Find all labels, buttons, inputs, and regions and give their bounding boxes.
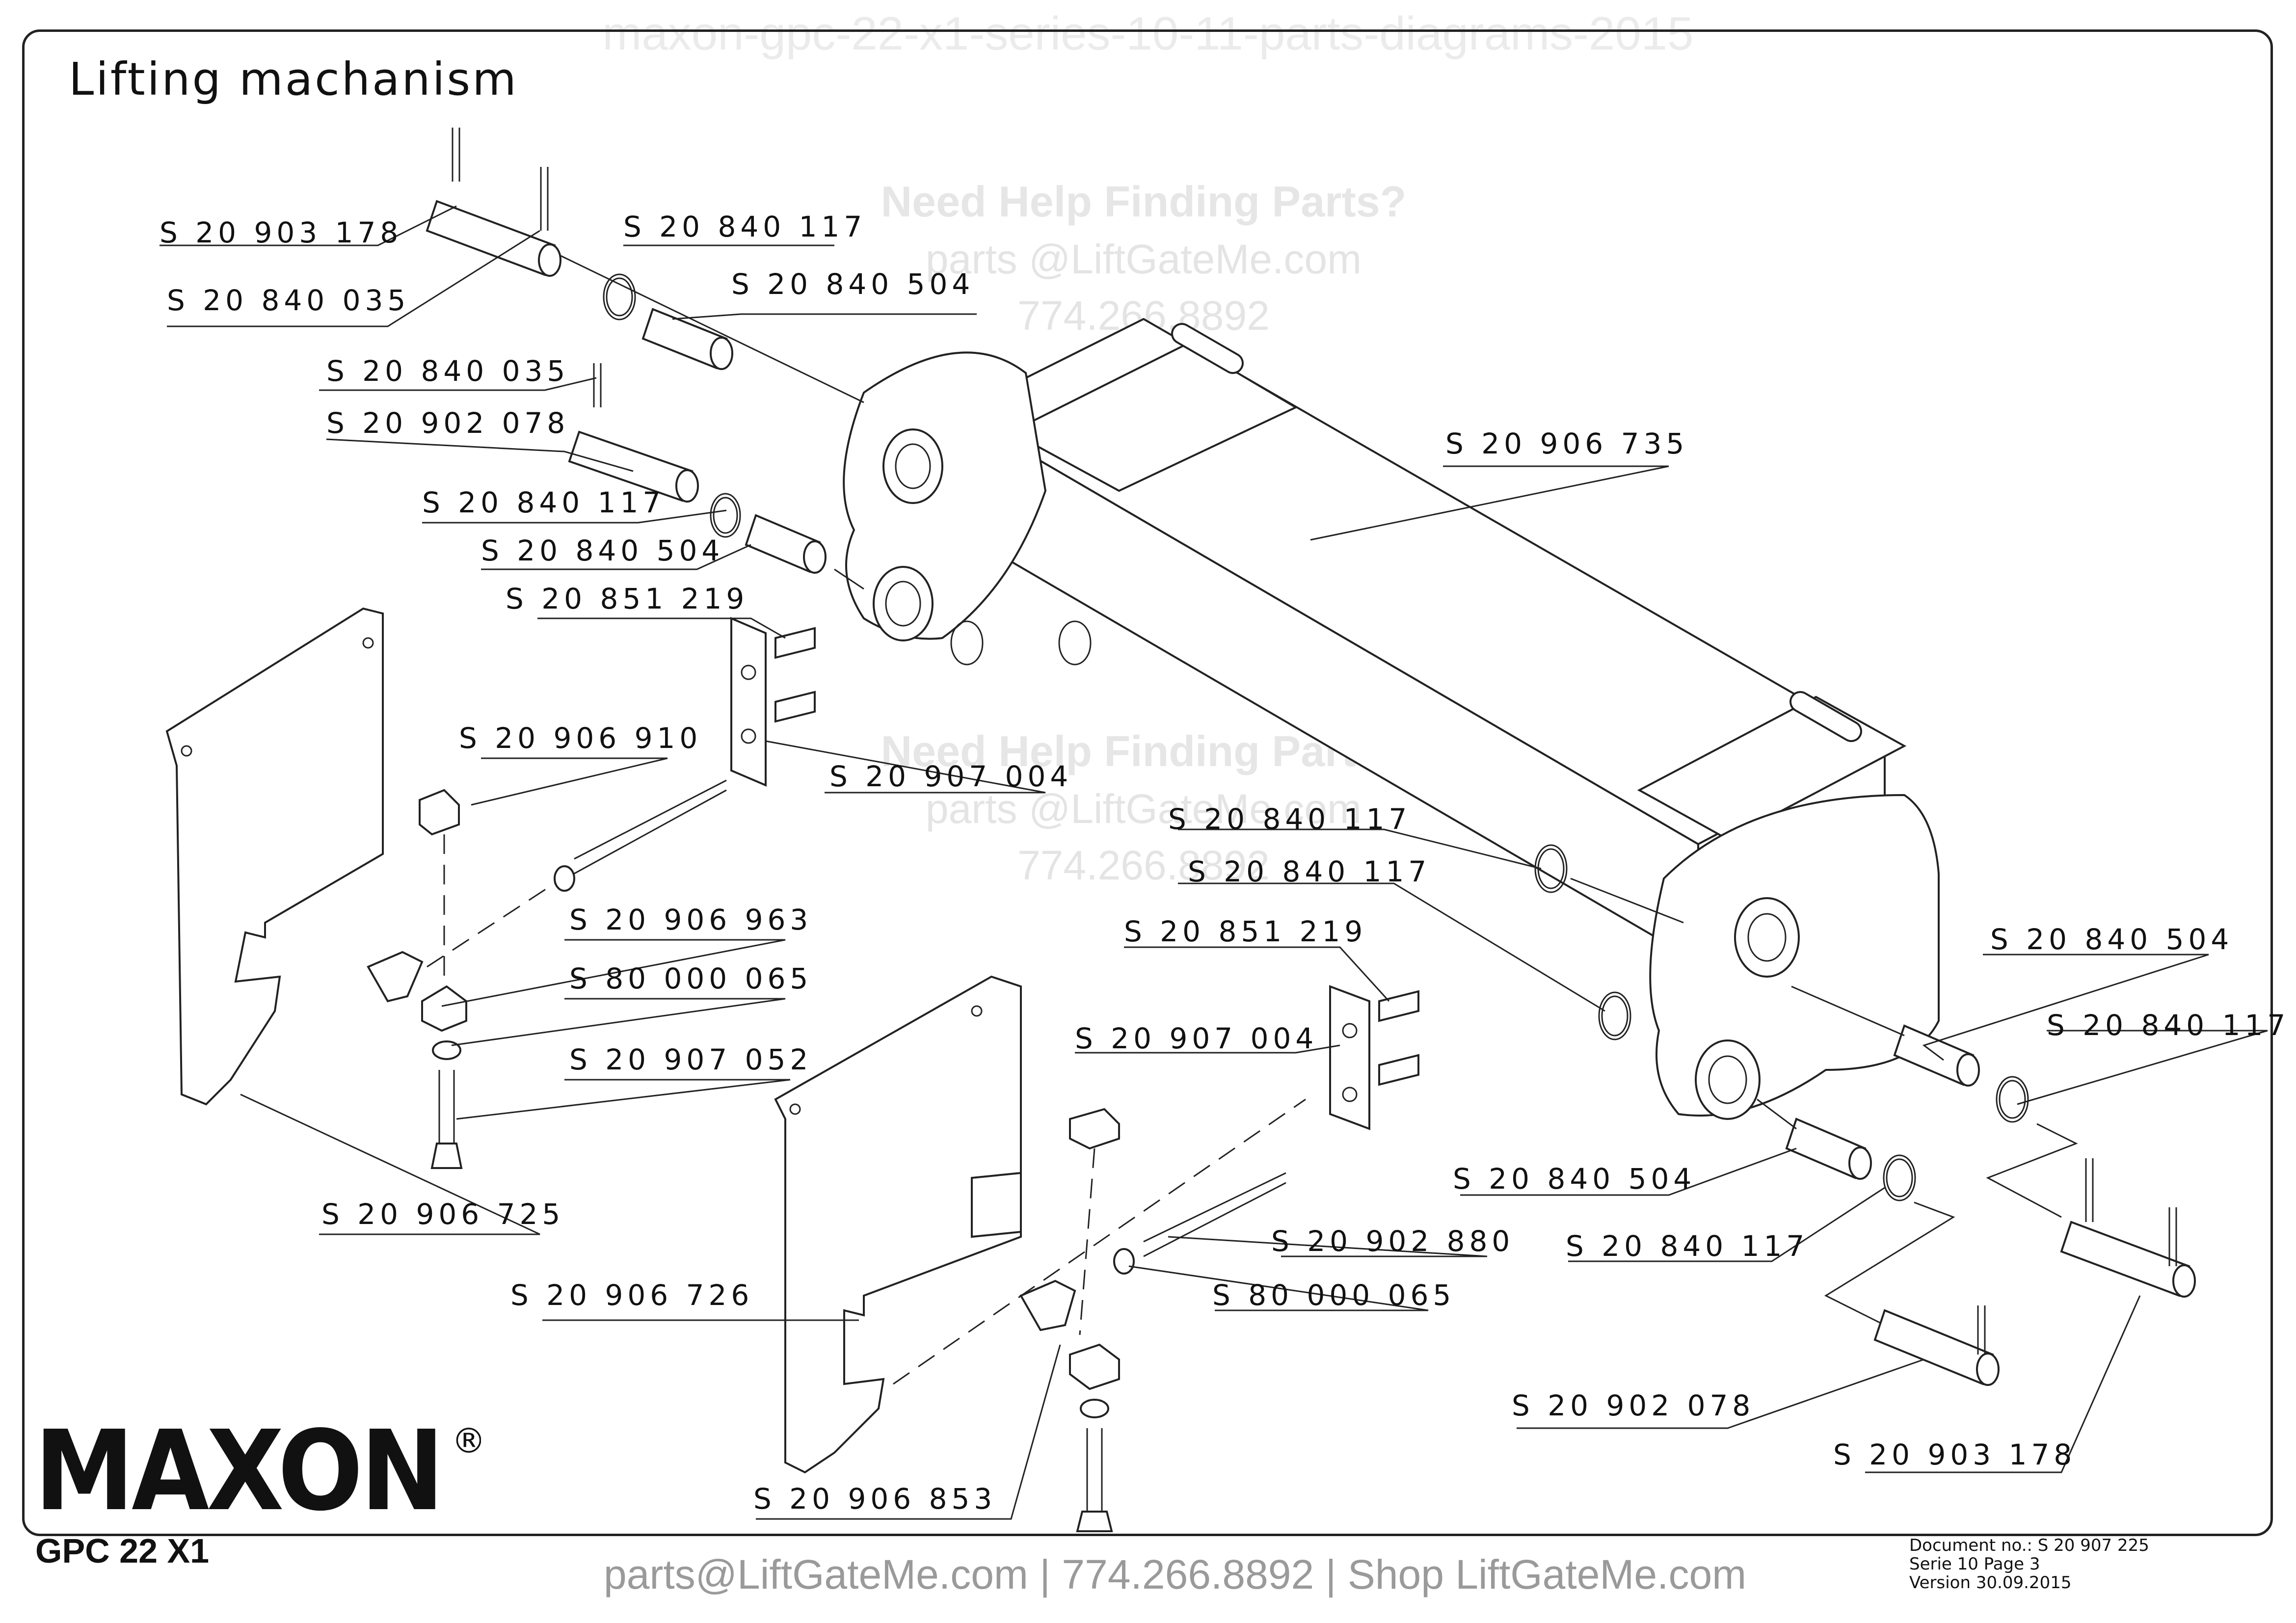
part-label: S 20 903 178 [1833,1438,2077,1471]
part-label: S 20 840 035 [326,354,570,388]
part-label: S 20 906 853 [753,1482,997,1516]
document-version: Version 30.09.2015 [1909,1573,2072,1593]
part-label: S 80 000 065 [1212,1278,1456,1312]
hardware-left [367,779,727,1169]
part-label: S 20 840 504 [731,267,975,301]
hardware-mid [893,1098,1306,1532]
side-plate-left [165,607,384,1106]
part-label: S 20 907 052 [569,1043,813,1076]
help-watermark-phone: 774.266.8892 [1017,842,1270,888]
part-label: S 20 840 117 [2047,1009,2290,1042]
part-label: S 20 840 504 [1990,923,2234,956]
clamp-plate-right [1329,985,1419,1130]
lifting-arm [843,318,1940,1120]
part-label: S 20 851 219 [506,582,749,615]
part-label: S 20 840 504 [481,534,724,567]
side-plate-mid [774,975,1022,1474]
part-label: S 20 840 117 [422,486,666,519]
document-serie: Serie 10 Page 3 [1909,1554,2040,1574]
part-label: S 20 840 117 [1168,802,1412,836]
part-label: S 80 000 065 [569,962,813,995]
part-label: S 20 902 880 [1271,1224,1515,1258]
part-label: S 20 840 117 [623,210,867,243]
leader-lines [160,205,2268,1520]
part-label: S 20 902 078 [1512,1389,1755,1422]
upper-pin-assembly [426,128,1092,665]
part-label: S 20 840 117 [1566,1229,1809,1263]
part-label: S 20 906 735 [1445,427,1689,460]
part-label: S 20 907 004 [829,760,1073,793]
part-label: S 20 906 963 [569,903,813,936]
maxon-logo: MAXON ® [34,1423,481,1521]
watermark-url: maxon-gpc-22-x1-series-10-11-parts-diagr… [602,7,1694,60]
part-label: S 20 840 035 [167,284,410,317]
help-watermark: Need Help Finding Parts? parts @LiftGate… [800,726,1487,889]
help-watermark-heading: Need Help Finding Parts? [881,177,1407,226]
document-number: Document no.: S 20 907 225 [1909,1536,2149,1555]
part-label: S 20 840 504 [1453,1162,1696,1196]
part-label: S 20 840 117 [1188,855,1431,888]
part-label: S 20 903 178 [160,216,403,249]
part-label: S 20 906 910 [459,721,702,755]
footer-contact: parts@LiftGateMe.com | 774.266.8892 | Sh… [604,1551,1747,1597]
document-info: Document no.: S 20 907 225 Serie 10 Page… [1909,1536,2149,1592]
model-name: GPC 22 X1 [35,1532,210,1570]
part-label: S 20 902 078 [326,406,570,440]
part-label: S 20 851 219 [1124,915,1367,948]
page-title: Lifting machanism [69,53,518,106]
help-watermark: Need Help Finding Parts? parts @LiftGate… [800,177,1487,340]
registered-mark: ® [452,1423,481,1461]
part-label: S 20 906 725 [321,1197,565,1231]
drawing-frame [22,29,2273,1536]
logo-wordmark: MAXON [34,1423,442,1521]
help-watermark-email: parts @LiftGateMe.com [925,786,1362,832]
help-watermark-email: parts @LiftGateMe.com [925,236,1362,282]
part-label: S 20 906 726 [510,1278,754,1312]
clamp-plate-left [730,616,816,787]
part-label: S 20 907 004 [1075,1022,1318,1055]
